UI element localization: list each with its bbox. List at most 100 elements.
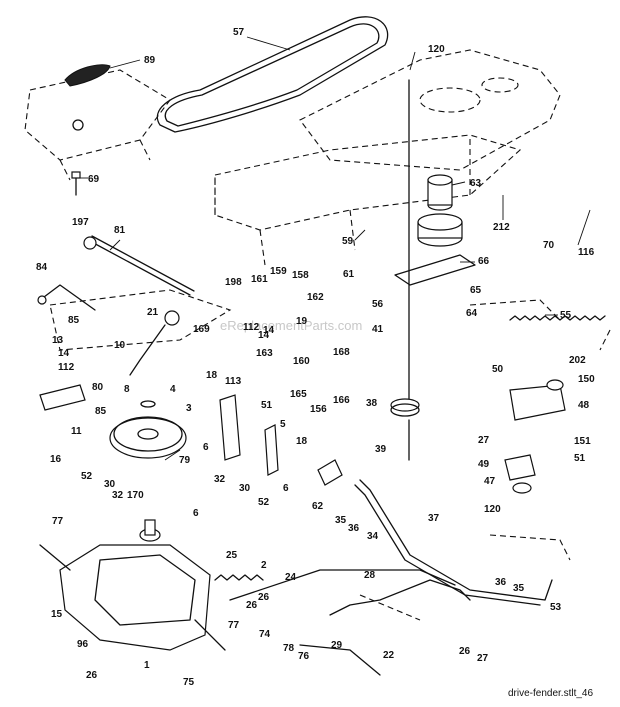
callout-21: 21 xyxy=(147,307,159,318)
callout-19: 19 xyxy=(296,316,308,327)
callout-6b: 6 xyxy=(283,483,289,494)
callout-27b: 27 xyxy=(477,653,489,664)
callout-32b: 32 xyxy=(214,474,226,485)
callout-84: 84 xyxy=(36,262,48,273)
transmission-pulley xyxy=(109,400,187,459)
callout-18b: 18 xyxy=(296,436,308,447)
callout-30b: 30 xyxy=(239,483,251,494)
callout-labels: 57 120 89 69 63 212 70 116 197 81 59 66 … xyxy=(36,27,595,688)
callout-112: 112 xyxy=(243,322,260,333)
callout-24: 24 xyxy=(285,572,297,583)
transaxle xyxy=(39,519,226,651)
callout-69: 69 xyxy=(88,174,100,185)
compression-spring xyxy=(214,574,264,581)
callout-50: 50 xyxy=(492,364,504,375)
callout-89: 89 xyxy=(144,55,156,66)
callout-35: 35 xyxy=(335,515,347,526)
callout-198: 198 xyxy=(225,277,242,288)
callout-160: 160 xyxy=(293,356,310,367)
callout-48: 48 xyxy=(578,400,590,411)
drive-belt xyxy=(156,16,389,133)
callout-162: 162 xyxy=(307,292,324,303)
callout-49: 49 xyxy=(478,459,490,470)
callout-26: 26 xyxy=(258,592,270,603)
callout-55: 55 xyxy=(560,310,572,321)
pedal-rod xyxy=(83,235,195,296)
rod-28 xyxy=(229,569,456,601)
callout-66: 66 xyxy=(478,256,490,267)
callout-212: 212 xyxy=(493,222,510,233)
leader-lines xyxy=(80,36,591,461)
clutch-rod xyxy=(354,479,553,606)
idler-arm xyxy=(394,254,476,286)
callout-85b: 85 xyxy=(95,406,107,417)
callout-150: 150 xyxy=(578,374,595,385)
callout-202: 202 xyxy=(569,355,586,366)
bracket-80 xyxy=(39,384,86,411)
callout-159: 159 xyxy=(270,266,287,277)
shift-lever xyxy=(129,310,180,376)
callout-13: 13 xyxy=(52,335,64,346)
brake-linkage xyxy=(37,284,96,311)
callout-15: 15 xyxy=(51,609,63,620)
diagram-caption: drive-fender.stlt_46 xyxy=(508,688,593,699)
callout-79: 79 xyxy=(179,455,191,466)
callout-170: 170 xyxy=(127,490,144,501)
callout-78: 78 xyxy=(283,643,295,654)
callout-57: 57 xyxy=(233,27,245,38)
watermark-text: eReplacementParts.com xyxy=(220,318,362,333)
callout-10: 10 xyxy=(114,340,126,351)
callout-14: 14 xyxy=(258,330,270,341)
callout-168: 168 xyxy=(333,347,350,358)
callout-29: 29 xyxy=(331,640,343,651)
callout-25: 25 xyxy=(226,550,238,561)
callout-1: 1 xyxy=(144,660,150,671)
frame-chassis xyxy=(24,49,611,621)
callout-74: 74 xyxy=(259,629,271,640)
callout-120: 120 xyxy=(428,44,445,55)
callout-39: 39 xyxy=(375,444,387,455)
callout-6c: 6 xyxy=(193,508,199,519)
bracket-5 xyxy=(264,424,279,476)
fender-bracket xyxy=(64,64,111,131)
callout-116: 116 xyxy=(578,247,595,258)
callout-3: 3 xyxy=(186,403,192,414)
bracket-47 xyxy=(504,454,536,494)
callout-52: 52 xyxy=(81,471,93,482)
callout-18: 18 xyxy=(206,370,218,381)
callout-76: 76 xyxy=(298,651,310,662)
callout-16: 16 xyxy=(50,454,62,465)
callout-62: 62 xyxy=(312,501,324,512)
callout-112b: 112 xyxy=(58,362,75,373)
callout-4: 4 xyxy=(170,384,176,395)
extension-spring xyxy=(509,315,606,321)
callout-36: 36 xyxy=(348,523,360,534)
callout-158: 158 xyxy=(292,270,309,281)
callout-51: 51 xyxy=(261,400,273,411)
callout-37: 37 xyxy=(428,513,440,524)
callout-11: 11 xyxy=(71,426,82,437)
callout-63: 63 xyxy=(470,178,482,189)
callout-8: 8 xyxy=(124,384,130,395)
callout-161: 161 xyxy=(251,274,268,285)
callout-151: 151 xyxy=(574,436,591,447)
callout-51b: 51 xyxy=(574,453,586,464)
callout-70: 70 xyxy=(543,240,555,251)
callout-80: 80 xyxy=(92,382,104,393)
callout-38: 38 xyxy=(366,398,378,409)
callout-26c: 26 xyxy=(459,646,471,657)
callout-14c: 14 xyxy=(263,325,275,336)
callout-169: 169 xyxy=(193,324,210,335)
callout-30: 30 xyxy=(104,479,116,490)
callout-166: 166 xyxy=(333,395,350,406)
callout-75: 75 xyxy=(183,677,195,688)
bolt-69 xyxy=(71,171,81,196)
callout-156: 156 xyxy=(310,404,327,415)
callout-36b: 36 xyxy=(495,577,507,588)
engine-pulley xyxy=(408,79,463,401)
callout-22: 22 xyxy=(383,650,395,661)
callout-165: 165 xyxy=(290,389,307,400)
callout-53: 53 xyxy=(550,602,562,613)
callout-59: 59 xyxy=(342,236,354,247)
callout-52b: 52 xyxy=(258,497,270,508)
